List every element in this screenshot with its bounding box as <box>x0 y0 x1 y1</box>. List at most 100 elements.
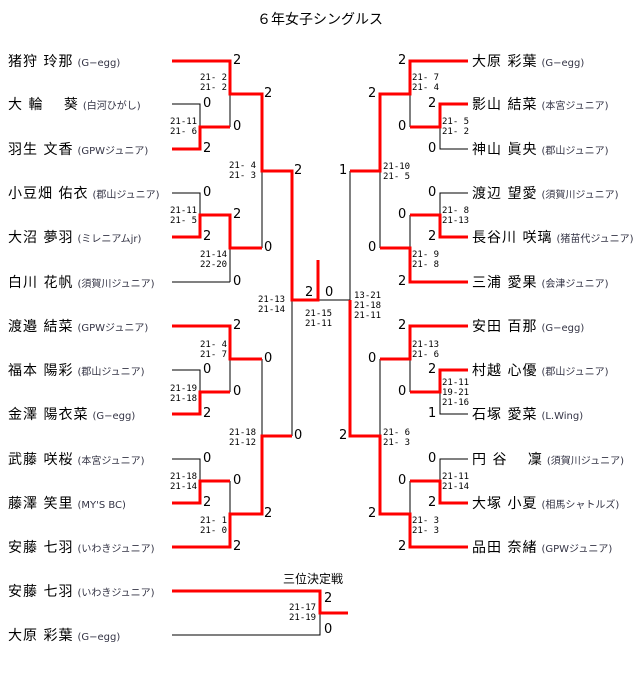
player-name: 渡辺 望愛 <box>472 186 538 202</box>
player-club: (会津ジュニア) <box>541 279 609 290</box>
game-count: 2 <box>398 539 407 554</box>
game-count: 2 <box>233 318 242 333</box>
player-left-4: 小豆畑 佑衣(郡山ジュニア) <box>8 184 160 202</box>
player-club: (GPWジュニア) <box>541 544 613 555</box>
player-name: 大原 彩葉 <box>472 54 538 70</box>
player-club: (郡山ジュニア) <box>541 146 609 157</box>
player-name: 羽生 文香 <box>8 142 74 158</box>
match-score: 21-18 21-12 <box>229 428 257 448</box>
player-left-5: 大沼 夢羽(ミレニアムjr) <box>8 228 141 246</box>
game-count: 2 <box>428 495 437 510</box>
winner-line <box>172 213 262 250</box>
winner-line <box>410 213 468 239</box>
player-club: (須賀川ジュニア) <box>77 279 155 290</box>
player-name: 白川 花帆 <box>8 275 74 291</box>
match-score: 21- 5 21- 2 <box>442 117 470 137</box>
game-count: 2 <box>428 362 437 377</box>
player-name: 影山 結菜 <box>472 97 538 113</box>
player-club: (須賀川ジュニア) <box>541 190 619 201</box>
game-count: 0 <box>325 285 334 300</box>
game-count: 0 <box>264 240 273 255</box>
player-club: (本宮ジュニア) <box>541 101 609 112</box>
player-right-6: 三浦 愛果(会津ジュニア) <box>472 273 609 291</box>
match-score: 21- 6 21- 3 <box>383 428 411 448</box>
player-left-8: 福本 陽彩(郡山ジュニア) <box>8 361 145 379</box>
game-count: 0 <box>233 384 242 399</box>
game-count: 2 <box>368 506 377 521</box>
final-score: 21-15 21-11 <box>305 309 333 329</box>
player-right-3: 神山 眞央(郡山ジュニア) <box>472 140 609 158</box>
player-club: (郡山ジュニア) <box>541 367 609 378</box>
game-count: 2 <box>203 495 212 510</box>
player-name: 安田 百那 <box>472 319 538 335</box>
game-count: 0 <box>233 473 242 488</box>
player-club: (いわきジュニア) <box>77 588 155 599</box>
winner-line <box>350 59 468 173</box>
game-count: 2 <box>233 53 242 68</box>
winner-line <box>172 589 348 615</box>
player-name: 安藤 七羽 <box>8 584 74 600</box>
winner-line <box>380 324 468 361</box>
player-club: (G−egg) <box>92 411 136 422</box>
game-count: 0 <box>398 384 407 399</box>
match-score: 21-11 19-21 21-16 <box>442 378 470 408</box>
player-left-2: 大 輪 葵(白河ひがし) <box>8 95 141 113</box>
player-name: 円 谷 凜 <box>472 452 543 468</box>
game-count: 1 <box>428 406 437 421</box>
player-name: 大沼 夢羽 <box>8 230 74 246</box>
player-name: 猪狩 玲那 <box>8 54 74 70</box>
player-right-9: 石塚 愛菜(L.Wing) <box>472 405 583 423</box>
game-count: 0 <box>203 362 212 377</box>
match-score: 21-11 21-14 <box>442 472 470 492</box>
game-count: 2 <box>428 96 437 111</box>
player-club: (郡山ジュニア) <box>77 367 145 378</box>
match-score: 21- 4 21- 7 <box>200 340 228 360</box>
winner-line <box>380 246 468 284</box>
game-count: 2 <box>294 163 303 178</box>
player-club: (GPWジュニア) <box>77 323 149 334</box>
player-right-11: 大塚 小夏(相馬シャトルズ) <box>472 494 619 512</box>
player-club: (白河ひがし) <box>82 101 141 112</box>
game-count: 0 <box>398 119 407 134</box>
match-score: 21-10 21- 5 <box>383 162 411 182</box>
player-name: 金澤 陽衣菜 <box>8 407 89 423</box>
player-club: (G−egg) <box>541 58 585 69</box>
player-right-2: 影山 結菜(本宮ジュニア) <box>472 95 609 113</box>
game-count: 0 <box>233 274 242 289</box>
match-score: 21- 1 21- 0 <box>200 516 228 536</box>
player-left-11: 藤澤 笑里(MY'S BC) <box>8 494 126 512</box>
game-count: 2 <box>233 539 242 554</box>
player-left-3: 羽生 文香(GPWジュニア) <box>8 140 148 158</box>
player-club: (猪苗代ジュニア) <box>556 234 634 245</box>
player-name: 渡邉 結菜 <box>8 319 74 335</box>
player-club: (G−egg) <box>77 632 121 643</box>
player-name: 大塚 小夏 <box>472 496 538 512</box>
third-place-label: 三位決定戦 <box>283 572 344 586</box>
game-count: 0 <box>368 351 377 366</box>
game-count: 0 <box>264 351 273 366</box>
winner-line <box>172 390 230 416</box>
winner-line <box>172 434 292 549</box>
match-score: 21-17 21-19 <box>289 603 317 623</box>
player-name: 大 輪 葵 <box>8 97 79 113</box>
game-count: 0 <box>203 185 212 200</box>
game-count: 2 <box>203 406 212 421</box>
player-left-1: 猪狩 玲那(G−egg) <box>8 52 120 70</box>
game-count: 2 <box>398 274 407 289</box>
winner-line <box>172 324 262 361</box>
game-count: 2 <box>368 86 377 101</box>
player-club: (ミレニアムjr) <box>77 234 142 245</box>
player-name: 藤澤 笑里 <box>8 496 74 512</box>
player-name: 品田 奈緒 <box>472 540 538 556</box>
player-name: 武藤 咲桜 <box>8 452 74 468</box>
player-name: 小豆畑 佑衣 <box>8 186 89 202</box>
page-title: ６年女子シングルス <box>257 12 383 28</box>
match-score: 21- 9 21- 8 <box>412 250 440 270</box>
match-score: 21- 3 21- 3 <box>412 516 440 536</box>
player-name: 三浦 愛果 <box>472 275 538 291</box>
winner-line <box>348 300 468 549</box>
game-count: 0 <box>428 185 437 200</box>
player-club: (GPWジュニア) <box>77 146 149 157</box>
winner-line <box>410 368 468 394</box>
